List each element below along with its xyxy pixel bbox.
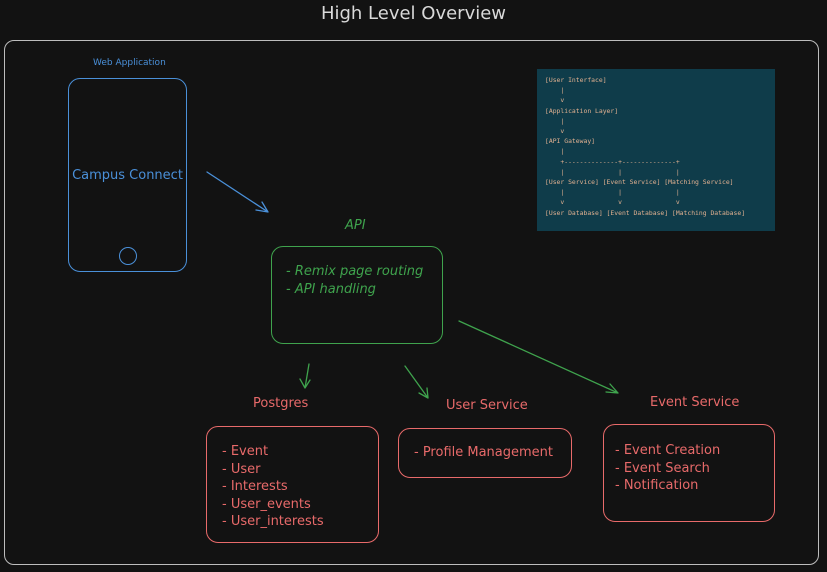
web-application-label: Web Application <box>93 58 166 68</box>
event-service-title: Event Service <box>650 395 740 410</box>
user-service-box: - Profile Management <box>398 428 572 478</box>
postgres-items: - Event - User - Interests - User_events… <box>222 443 324 531</box>
arrow-api-to-user-service <box>404 365 429 399</box>
postgres-box: - Event - User - Interests - User_events… <box>206 426 379 543</box>
architecture-code-panel: [User Interface] | v [Application Layer]… <box>537 69 775 231</box>
postgres-item: - User <box>222 461 261 477</box>
postgres-title: Postgres <box>253 396 309 411</box>
phone-device: Campus Connect <box>68 78 187 272</box>
api-item: - Remix page routing <box>286 264 424 279</box>
api-box: - Remix page routing - API handling <box>271 246 443 344</box>
overview-frame <box>4 40 819 565</box>
api-title: API <box>345 218 366 233</box>
arrow-app-to-api <box>206 171 269 213</box>
architecture-text: [User Interface] | v [Application Layer]… <box>545 76 746 217</box>
postgres-item: - Event <box>222 444 269 459</box>
event-service-items: - Event Creation - Event Search - Notifi… <box>615 442 720 495</box>
event-service-item: - Event Search <box>615 460 710 476</box>
diagram-title: High Level Overview <box>320 3 507 24</box>
event-service-box: - Event Creation - Event Search - Notifi… <box>603 424 775 522</box>
postgres-item: - User_interests <box>222 514 324 529</box>
user-service-title: User Service <box>446 398 528 413</box>
user-service-items: - Profile Management <box>414 444 553 462</box>
user-service-item: - Profile Management <box>414 445 554 460</box>
arrow-api-to-event-service <box>458 320 619 394</box>
event-service-item: - Notification <box>615 478 699 493</box>
phone-home-button <box>119 247 137 265</box>
api-items: - Remix page routing - API handling <box>286 263 423 298</box>
app-name: Campus Connect <box>72 168 183 183</box>
arrow-api-to-postgres <box>299 363 311 389</box>
event-service-item: - Event Creation <box>615 443 721 458</box>
api-item: - API handling <box>286 281 376 297</box>
postgres-item: - User_events <box>222 496 311 512</box>
postgres-item: - Interests <box>222 479 288 494</box>
